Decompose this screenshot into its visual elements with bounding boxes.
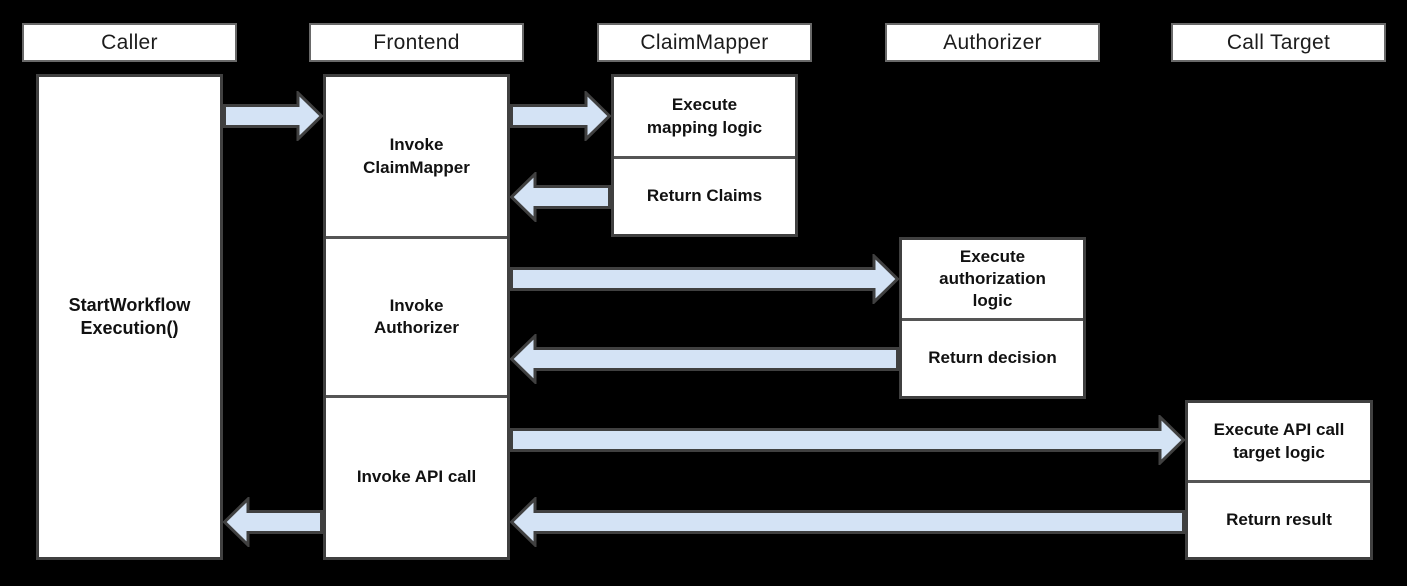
lifeline-label-claimmapper: ClaimMapper (640, 30, 769, 54)
claimmapper-execute-mapping-box: Execute mapping logic (646, 95, 763, 137)
arrow-frontend-to-caller-icon (223, 497, 323, 547)
authorizer-execute-authorization-box: Execute authorization logic (939, 246, 1046, 311)
activation-claimmapper: Execute mapping logic Return Claims (611, 74, 798, 237)
lifeline-label-frontend: Frontend (373, 30, 460, 54)
arrow-frontend-to-authorizer-icon (510, 254, 899, 304)
lifeline-label-calltarget: Call Target (1226, 30, 1331, 54)
arrow-calltarget-to-frontend-icon (510, 497, 1185, 547)
lifeline-header-calltarget: Call Target (1171, 23, 1386, 62)
activation-calltarget: Execute API call target logic Return res… (1185, 400, 1373, 560)
arrow-authorizer-to-frontend-icon (510, 334, 899, 384)
claimmapper-return-claims-box: Return Claims (614, 156, 795, 234)
activation-authorizer: Execute authorization logic Return decis… (899, 237, 1086, 399)
caller-startworkflow-box: StartWorkflow Execution() (68, 294, 191, 338)
frontend-invoke-api-call-box: Invoke API call (326, 395, 507, 557)
lifeline-label-authorizer: Authorizer (943, 30, 1042, 54)
activation-frontend: Invoke ClaimMapper Invoke Authorizer Inv… (323, 74, 510, 560)
lifeline-label-caller: Caller (101, 30, 158, 54)
frontend-invoke-authorizer-box: Invoke Authorizer (326, 236, 507, 395)
lifeline-header-authorizer: Authorizer (885, 23, 1100, 62)
lifeline-header-frontend: Frontend (309, 23, 524, 62)
calltarget-execute-api-box: Execute API call target logic (1213, 420, 1345, 462)
activation-caller: StartWorkflow Execution() (36, 74, 223, 560)
calltarget-return-result-box: Return result (1188, 480, 1370, 557)
lifeline-header-claimmapper: ClaimMapper (597, 23, 812, 62)
authorizer-return-decision-box: Return decision (902, 318, 1083, 396)
arrow-frontend-to-calltarget-icon (510, 415, 1185, 465)
lifeline-header-caller: Caller (22, 23, 237, 62)
arrow-claimmapper-to-frontend-icon (510, 172, 611, 222)
frontend-invoke-claimmapper-box: Invoke ClaimMapper (363, 135, 470, 177)
arrow-caller-to-frontend-icon (223, 91, 323, 141)
arrow-frontend-to-claimmapper-icon (510, 91, 611, 141)
